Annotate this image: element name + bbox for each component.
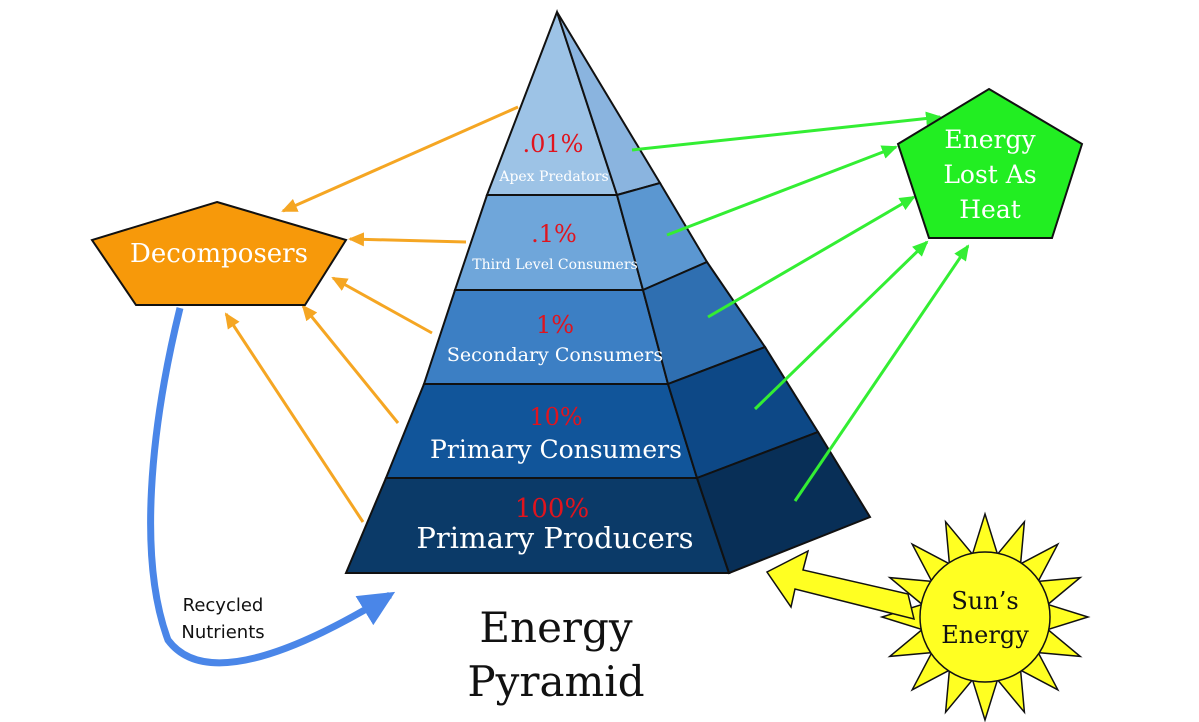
green-arrow-producers (793, 244, 970, 502)
decomposer-arrows (224, 105, 519, 523)
heat-arrows (631, 111, 970, 502)
sun-energy-arrow (765, 549, 916, 621)
level-3-percent: 10% (529, 403, 582, 431)
level-4-label: Primary Producers (416, 521, 693, 555)
orange-arrow-producers (224, 312, 365, 523)
sun-node: Sun’s Energy (879, 511, 1091, 722)
diagram-title-line2: Pyramid (467, 657, 644, 706)
green-arrow-primary-consumers (753, 240, 929, 411)
level-2-percent: 1% (536, 311, 574, 339)
orange-arrow-third (348, 232, 467, 247)
heat-line1: Energy (944, 125, 1036, 154)
orange-arrow-primary-consumers (301, 304, 400, 424)
level-4-percent: 100% (515, 494, 589, 524)
sun-line2: Energy (941, 621, 1029, 649)
level-0-label: Apex Predators (498, 169, 608, 185)
heat-shape (896, 87, 1084, 239)
green-arrow-secondary (707, 195, 916, 319)
recycled-nutrients-arrow (147, 307, 396, 667)
level-1-percent: .1% (531, 220, 577, 248)
level-3-label: Primary Consumers (430, 435, 682, 464)
level-labels: .01% Apex Predators .1% Third Level Cons… (416, 130, 693, 555)
recycle-line2: Nutrients (181, 622, 264, 643)
sun-line1: Sun’s (951, 587, 1018, 615)
decomposers-label: Decomposers (130, 239, 308, 269)
level-0-percent: .01% (523, 130, 584, 158)
diagram-title-line1: Energy (479, 603, 633, 652)
heat-node: Energy Lost As Heat (896, 87, 1084, 239)
orange-arrow-apex (281, 105, 519, 213)
green-arrow-apex (631, 111, 942, 152)
orange-arrow-secondary (331, 276, 433, 335)
pyramid (344, 9, 872, 575)
pyramid-side-producers (695, 430, 872, 575)
level-1-label: Third Level Consumers (472, 257, 637, 273)
recycle-line1: Recycled (183, 595, 264, 616)
sun-core (919, 551, 1051, 683)
heat-line2: Lost As (943, 160, 1036, 189)
decomposers-node: Decomposers (90, 200, 348, 306)
decomposers-shape (90, 200, 348, 306)
level-2-label: Secondary Consumers (447, 344, 663, 366)
green-arrow-third (666, 145, 898, 237)
heat-line3: Heat (959, 195, 1021, 224)
